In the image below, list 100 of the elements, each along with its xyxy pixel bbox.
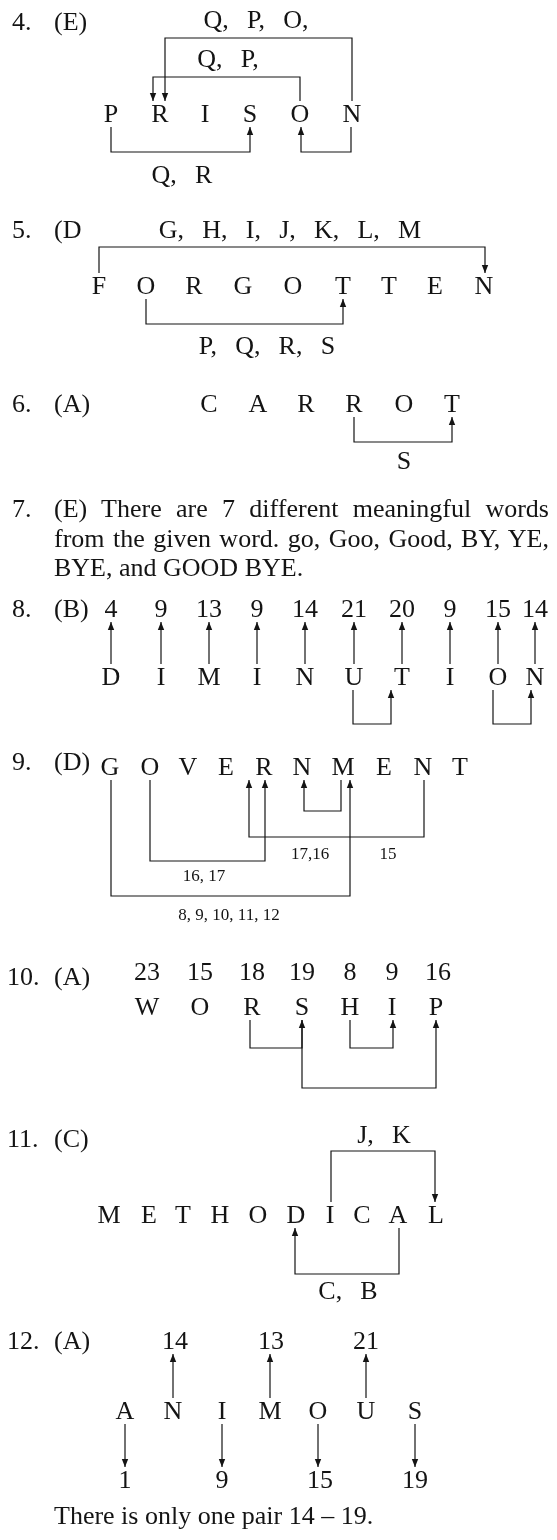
arrow [362,1353,370,1399]
arrow [245,779,425,838]
letter: O [248,1202,268,1228]
letter: E [218,754,234,780]
letter: I [325,1202,335,1228]
letter: I [200,101,210,127]
letter: G [233,273,253,299]
letter: T [444,391,460,417]
letter: 14 [292,596,318,622]
letter: R [297,391,315,417]
edge-label: Q, R [151,162,213,188]
letter: W [134,994,160,1020]
item-text: (A) [54,391,91,417]
arrow [249,1019,306,1049]
arrow [291,1227,400,1275]
letter: 13 [258,1328,284,1354]
item-text: (D) [54,749,91,775]
item-text: (D [54,217,82,243]
letter: R [243,994,261,1020]
item-text: 6. [12,391,32,417]
letter: N [413,754,433,780]
letter: N [163,1398,183,1424]
letter: N [474,273,494,299]
arrow [314,1423,322,1468]
letter: C [353,1202,371,1228]
letter: R [255,754,273,780]
letter: 14 [522,596,548,622]
arrow [297,126,352,153]
item-text: There is only one pair 14 – 19. [54,1503,374,1529]
letter: 9 [250,596,264,622]
arrow [398,621,406,665]
letter: I [217,1398,227,1424]
arrow [330,1150,439,1203]
letter: V [178,754,198,780]
letter: H [340,994,360,1020]
letter: 13 [196,596,222,622]
number-label: 15 [379,844,397,862]
letter: D [286,1202,306,1228]
letter: L [428,1202,444,1228]
item-text: 12. [7,1328,40,1354]
letter: 20 [389,596,415,622]
letter: F [91,273,107,299]
letter: U [356,1398,376,1424]
edge-label: J, K [357,1122,411,1148]
arrow [107,621,115,665]
letter: D [101,664,121,690]
number-label: 23 [134,959,160,985]
letter: M [97,1202,121,1228]
arrow [205,621,213,665]
letter: H [210,1202,230,1228]
letter: 15 [307,1467,333,1493]
edge-label: G, H, I, J, K, L, M [158,217,422,243]
letter: E [141,1202,157,1228]
arrow [411,1423,419,1468]
letter: E [427,273,443,299]
arrow [161,37,353,102]
edge-label: Q, P, O, [203,7,309,33]
edge-label: Q, P, [197,46,259,72]
letter: O [283,273,303,299]
item-text: (E) [54,9,88,35]
arrow [98,246,489,274]
arrow [218,1423,226,1468]
arrow [149,76,301,102]
letter: M [331,754,355,780]
letter: 9 [443,596,457,622]
letter: G [100,754,120,780]
letter: E [376,754,392,780]
letter: 9 [154,596,168,622]
letter: N [342,101,362,127]
number-label: 8 [343,959,357,985]
letter: O [136,273,156,299]
letter: 14 [162,1328,188,1354]
letter: U [344,664,364,690]
letter: T [175,1202,191,1228]
letter: T [381,273,397,299]
letter: S [407,1398,423,1424]
arrow [349,1019,397,1049]
letter: M [197,664,221,690]
letter: I [156,664,166,690]
letter: R [345,391,363,417]
letter: 19 [402,1467,428,1493]
number-label: 19 [289,959,315,985]
letter: P [428,994,444,1020]
edge-label: 8, 9, 10, 11, 12 [178,905,280,923]
item-text: 9. [12,749,32,775]
letter: R [185,273,203,299]
letter: S [242,101,258,127]
arrow [121,1423,129,1468]
arrow [301,1019,440,1089]
arrow [352,689,395,725]
letter: S [294,994,310,1020]
item-text: (C) [54,1126,89,1152]
item-text: 11. [7,1126,39,1152]
explanation-text: (E) There are 7 different meaningful words from the given word. go, Goo, Good, BY, YE, BYE, and GOOD BYE. [54,494,549,583]
letter: 21 [341,596,367,622]
arrow [492,689,535,725]
arrow [531,621,539,665]
arrow [110,126,254,153]
arrow [145,298,347,325]
letter: N [295,664,315,690]
